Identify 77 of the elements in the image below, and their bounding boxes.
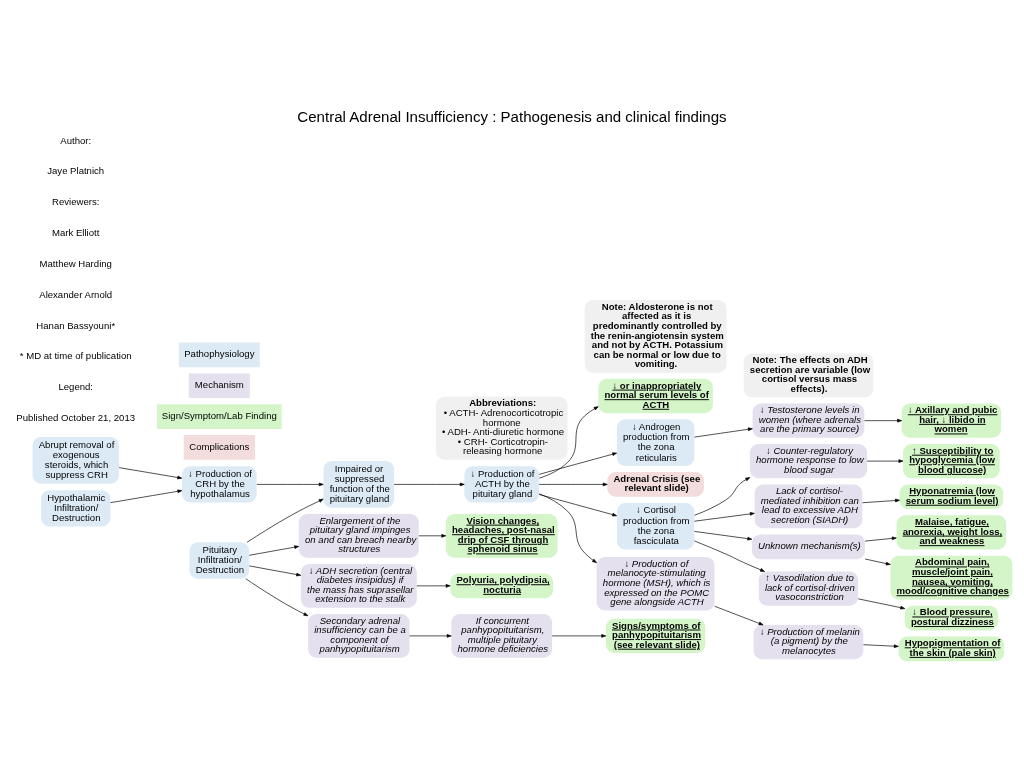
arrow <box>694 512 755 522</box>
node-box: Signs/symptoms of panhypopituitarism (see relevant slide) <box>605 618 706 654</box>
arrow <box>551 634 607 638</box>
node-box: Polyuria, polydipsia, nocturia <box>450 573 554 599</box>
arrow <box>862 498 900 504</box>
arrow <box>864 536 897 542</box>
arrow <box>248 565 302 577</box>
arrow <box>245 578 309 617</box>
legend-label: Complications <box>189 440 250 452</box>
legend-label: Pathophysiology <box>184 348 255 360</box>
label: Matthew Harding <box>39 257 112 269</box>
node-box: ↓ Production of melanin (a pigment) by the melanocytes <box>753 624 864 660</box>
label: Author: <box>60 134 92 146</box>
node-box: Enlargement of the pituitary gland impinges on and can breach nearby structures <box>298 513 419 558</box>
label: Mark Elliott <box>52 227 100 239</box>
node-box: ↓ Axillary and pubic hair, ↓ libido in women <box>901 403 1002 438</box>
arrow <box>714 605 764 626</box>
arrow <box>694 540 765 572</box>
node-box: Lack of cortisol-mediated inhibition can lead to excessive ADH secretion (SIADH) <box>754 484 863 529</box>
arrow <box>418 534 447 538</box>
legend-label: Sign/Symptom/Lab Finding <box>161 410 277 422</box>
arrow <box>246 498 324 543</box>
node-box: ↑ Vasodilation due to lack of cortisol-driven vasoconstriction <box>758 571 859 606</box>
label: Published October 21, 2013 <box>16 412 136 424</box>
node-box: ↓ Production of ACTH by the pituitary gland <box>464 466 540 503</box>
arrow <box>538 482 608 487</box>
node-box: ↓ Testosterone levels in women (where adrenals are the primary source) <box>752 403 865 438</box>
arrow <box>248 545 300 556</box>
arrow <box>118 467 183 480</box>
node-box: Malaise, fatigue, anorexia, weight loss, and weakness <box>896 515 1007 550</box>
node-box: ↓ Counter-regulatory hormone response to low blood sugar <box>749 444 868 479</box>
node-box: ↓ Blood pressure, postural dizziness <box>904 605 998 631</box>
arrow <box>694 531 753 541</box>
arrow <box>694 477 751 516</box>
node-box: ↓ Androgen production from the zona reticularis <box>616 419 695 466</box>
node-box: Impaired or suppressed function of the pituitary gland <box>323 461 395 508</box>
label: Hanan Bassyouni* <box>36 319 116 331</box>
arrow <box>857 598 906 610</box>
node-box: ↓ ADH secretion (central diabetes insipidus) if the mass has suprasellar extension to the stalk <box>300 563 417 608</box>
arrow <box>409 634 452 638</box>
arrow <box>538 452 617 475</box>
node-box: Adrenal Crisis (see relevant slide) <box>607 472 704 497</box>
label: Reviewers: <box>52 196 100 208</box>
node-box: ↓ Cortisol production from the zona fasciculata <box>616 502 695 550</box>
node-box: Vision changes, headaches, post-nasal drip of CSF through sphenoid sinus <box>445 513 558 558</box>
legend-label: Mechanism <box>194 379 244 391</box>
node-box: Abrupt removal of exogenous steroids, which suppress CRH <box>32 437 119 484</box>
arrow <box>866 459 904 463</box>
node-box: ↓ or inappropriately normal serum levels of ACTH <box>598 378 713 414</box>
arrow <box>539 406 599 479</box>
label: Legend: <box>58 381 94 393</box>
label: Jaye Platnich <box>47 165 105 177</box>
diagram-title: Central Adrenal Insufficiency : Pathogenesis and clinical findings <box>297 107 727 125</box>
node-box: Hyponatremia (low serum sodium level) <box>899 484 1004 510</box>
node-box: ↓ Production of melanocyte-stimulating hormone (MSH), which is expressed on the POMC gene alongside ACTH <box>596 557 715 611</box>
arrow <box>393 482 465 487</box>
node-box: Secondary adrenal insufficiency can be a component of panhypopituitarism <box>308 613 410 658</box>
node-box: Hypothalamic Infiltration/ Destruction <box>41 490 111 527</box>
node-box: Pituitary Infiltration/ Destruction <box>189 542 250 579</box>
arrow <box>110 489 183 503</box>
node-box: ↓ Production of CRH by the hypothalamus <box>181 466 257 503</box>
arrow <box>538 494 617 517</box>
node-box: Unknown mechanism(s) <box>751 534 865 560</box>
node-box: Abbreviations: • ACTH- Adrenocorticotropic hormone • ADH- Anti-diuretic hormone • CRH- Corticotropin-releasing hormone <box>435 396 568 460</box>
arrow <box>538 493 597 564</box>
node-box: ↑ Susceptibility to hypoglycemia (low blood glucose) <box>903 444 1000 479</box>
label: * MD at time of publication <box>19 350 132 362</box>
arrow <box>694 427 753 438</box>
arrow <box>863 644 899 648</box>
node-box: Abdominal pain, muscle/joint pain, nausea, vomiting, mood/cognitive changes <box>890 555 1013 600</box>
arrow <box>864 558 891 566</box>
arrow <box>864 418 902 423</box>
label: Alexander Arnold <box>39 288 113 300</box>
arrow <box>256 482 324 487</box>
node-box: If concurrent panhypopituitarism, multiple pituitary hormone deficiencies <box>451 613 553 658</box>
arrow <box>416 584 451 588</box>
node-box: Hypopigmentation of the skin (pale skin) <box>898 636 1005 662</box>
